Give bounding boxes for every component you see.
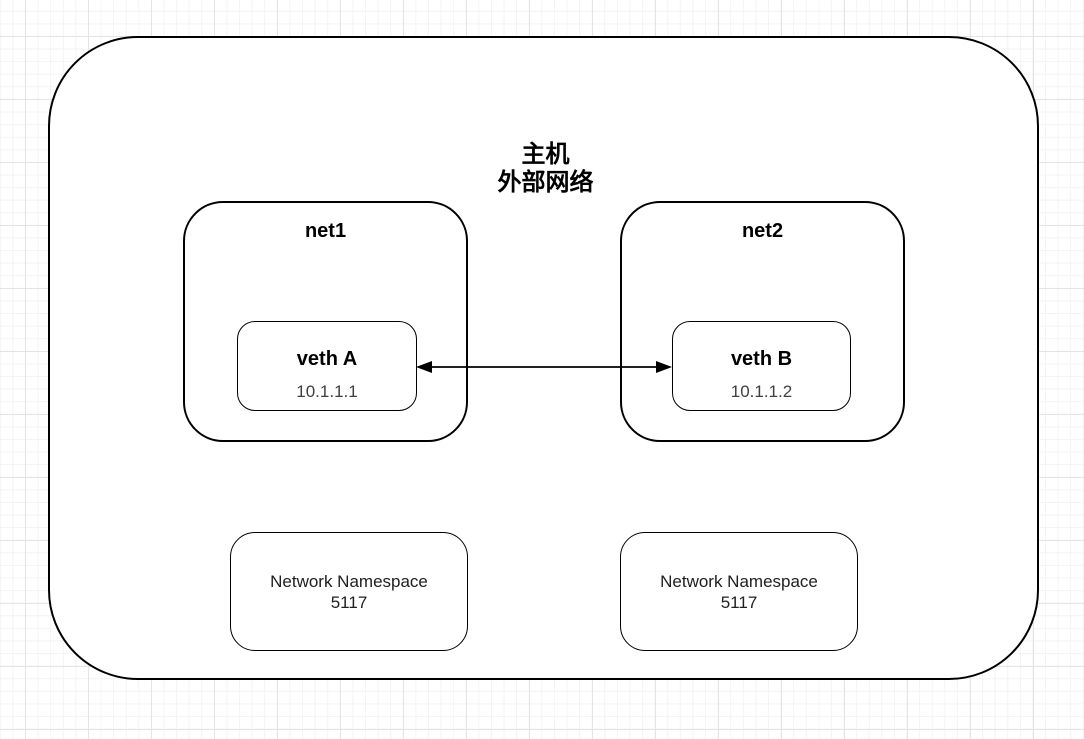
host-title-line2: 外部网络 — [497, 169, 594, 196]
namespace-right-text: Network Namespace 5117 — [660, 571, 818, 613]
namespace-left-text: Network Namespace 5117 — [270, 571, 428, 613]
veth-b-name: veth B — [730, 348, 793, 370]
namespace-right-line1: Network Namespace — [660, 571, 818, 591]
veth-b-ip: 10.1.1.2 — [730, 382, 793, 401]
namespace-right-line2: 5117 — [720, 592, 758, 612]
veth-a-ip: 10.1.1.1 — [296, 382, 358, 401]
host-title: 主机 外部网络 — [50, 141, 1041, 197]
net2-label: net2 — [741, 220, 784, 242]
veth-a-box: veth A 10.1.1.1 — [237, 321, 417, 411]
veth-connector-arrow — [416, 361, 672, 373]
veth-a-name: veth A — [296, 348, 358, 370]
namespace-left-line2: 5117 — [330, 592, 368, 612]
net1-label: net1 — [304, 220, 347, 242]
host-title-line1: 主机 — [521, 141, 570, 168]
arrowhead-right-icon — [656, 361, 672, 373]
namespace-box-left: Network Namespace 5117 — [230, 532, 468, 651]
veth-b-box: veth B 10.1.1.2 — [672, 321, 851, 411]
arrowhead-left-icon — [416, 361, 432, 373]
namespace-left-line1: Network Namespace — [270, 571, 428, 591]
namespace-box-right: Network Namespace 5117 — [620, 532, 858, 651]
